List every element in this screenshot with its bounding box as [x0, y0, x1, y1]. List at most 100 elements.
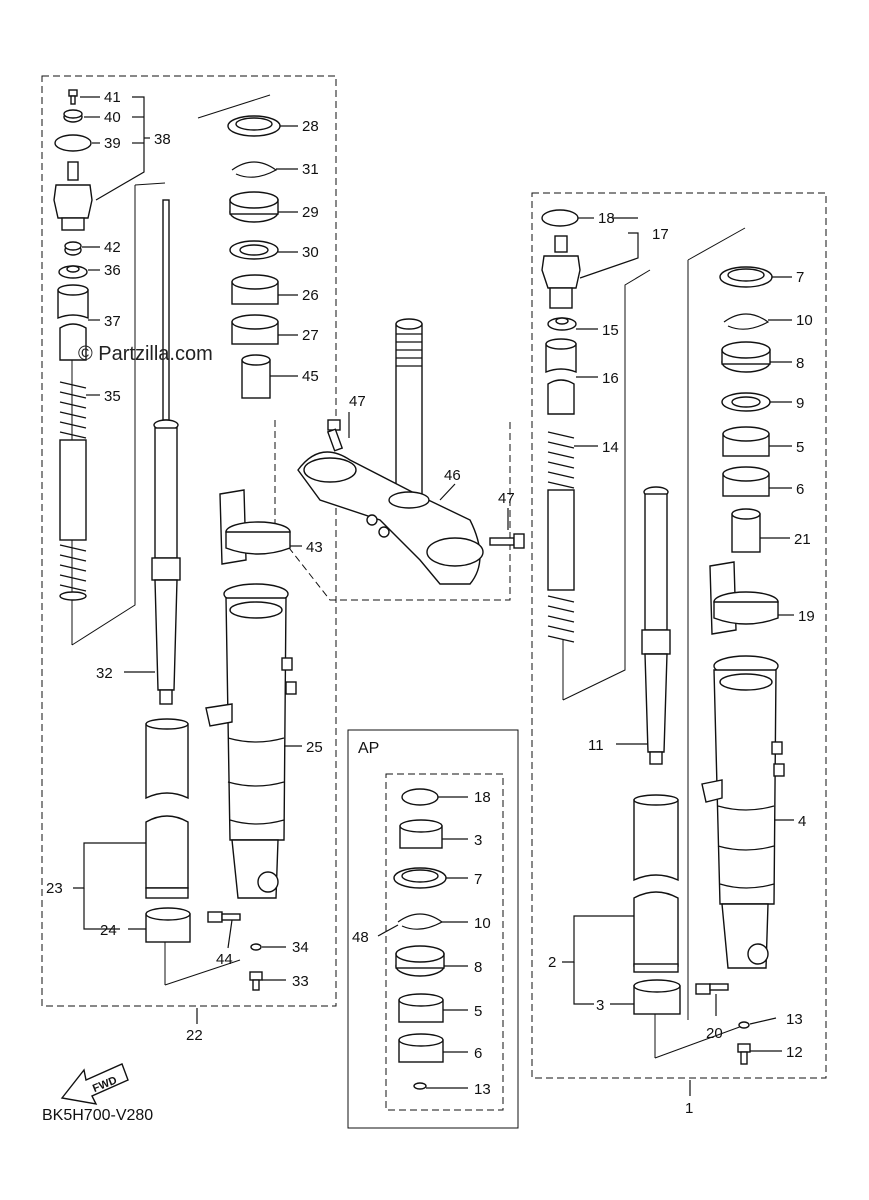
part-17-cap-bolt: [541, 235, 581, 309]
part-23-inner-tube: [145, 718, 189, 899]
label-41: 41: [104, 89, 121, 106]
ap-kit-box: [347, 729, 519, 1129]
guide-inner-right: [562, 269, 651, 701]
label-47-lower: 47: [498, 490, 515, 507]
label-10: 10: [796, 312, 813, 329]
label-36: 36: [104, 262, 121, 279]
label-43: 43: [306, 539, 323, 556]
label-9: 9: [796, 395, 804, 412]
part-labels: 41 40 39 38 42 36 37 35 32 23 24 22 28 3…: [46, 89, 815, 1117]
part-12-bolt: [737, 1043, 751, 1065]
label-16: 16: [602, 370, 619, 387]
left-fork-assembly-box: [41, 75, 337, 1007]
label-1: 1: [685, 1100, 693, 1117]
label-45: 45: [302, 368, 319, 385]
guide-inner-left-top: [134, 182, 166, 186]
guide-mid-left-top: [197, 94, 271, 119]
right-fork-assembly-box: [531, 192, 827, 1079]
label-27: 27: [302, 327, 319, 344]
part-33-bolt: [249, 971, 263, 991]
ap-kit-inner-box: [385, 773, 504, 1111]
guide-mid-left-bottom: [164, 959, 241, 986]
triple-clamp-box: [274, 420, 511, 601]
part-21-oil-lock: [731, 508, 761, 553]
label-3: 3: [596, 997, 604, 1014]
label-19: 19: [798, 608, 815, 625]
part-38-cap-bolt: [53, 161, 93, 231]
label-35: 35: [104, 388, 121, 405]
label-23: 23: [46, 880, 63, 897]
label-4: 4: [798, 813, 806, 830]
part-27-slide-bushing: [231, 314, 279, 345]
label-38: 38: [154, 131, 171, 148]
ap-label-13: 13: [474, 1081, 491, 1098]
label-31: 31: [302, 161, 319, 178]
ap-label-7: 7: [474, 871, 482, 888]
label-22: 22: [186, 1027, 203, 1044]
part-16-collar: [545, 338, 577, 415]
label-18: 18: [598, 210, 615, 227]
ap-box-title: AP: [358, 740, 379, 757]
part-26-slide-bushing: [231, 274, 279, 305]
label-2: 2: [548, 954, 556, 971]
label-37: 37: [104, 313, 121, 330]
part-45-oil-lock: [241, 354, 271, 399]
label-25: 25: [306, 739, 323, 756]
label-5: 5: [796, 439, 804, 456]
part-42-nut: [64, 241, 82, 256]
part-2-inner-tube: [633, 794, 679, 973]
ap-label-18: 18: [474, 789, 491, 806]
part-9-washer: [721, 392, 771, 412]
part-44-axle-holder-bolt: [207, 911, 241, 923]
part-6-slide-bushing: [722, 466, 770, 497]
part-30-washer: [229, 240, 279, 260]
ap-label-3: 3: [474, 832, 482, 849]
part-47-pinch-bolt-upper: [326, 419, 344, 452]
ap-part-3-bushing: [399, 819, 443, 849]
part-4-outer-tube: [701, 655, 785, 969]
label-12: 12: [786, 1044, 803, 1061]
label-15: 15: [602, 322, 619, 339]
ap-part-13-washer: [413, 1082, 427, 1090]
label-7: 7: [796, 269, 804, 286]
part-25-outer-tube: [205, 583, 297, 899]
label-11: 11: [588, 737, 604, 754]
part-43-protector: [219, 489, 291, 565]
label-40: 40: [104, 109, 121, 126]
diagram-code: BK5H700-V280: [42, 1107, 153, 1124]
label-32: 32: [96, 665, 113, 682]
ap-part-18-o-ring: [401, 788, 439, 806]
label-46: 46: [444, 467, 461, 484]
part-32-damper-rod: [151, 199, 181, 705]
ap-part-10-clip: [397, 913, 444, 930]
ap-label-5: 5: [474, 1003, 482, 1020]
ap-part-5-bushing: [398, 993, 444, 1023]
label-28: 28: [302, 118, 319, 135]
part-47-pinch-bolt-lower: [489, 533, 525, 549]
part-8-oil-seal: [721, 341, 771, 373]
label-13: 13: [786, 1011, 803, 1028]
part-3-bushing: [633, 979, 681, 1015]
label-29: 29: [302, 204, 319, 221]
part-40-nut: [63, 109, 83, 123]
label-42: 42: [104, 239, 121, 256]
part-19-protector: [709, 561, 779, 635]
label-44: 44: [216, 951, 233, 968]
part-10-clip: [723, 313, 770, 330]
label-47-upper: 47: [349, 393, 366, 410]
part-14-fork-spring: [547, 431, 575, 643]
label-6: 6: [796, 481, 804, 498]
label-30: 30: [302, 244, 319, 261]
leader-lines: [73, 96, 794, 1096]
part-34-washer: [250, 943, 262, 951]
label-24: 24: [100, 922, 117, 939]
ap-label-48: 48: [352, 929, 369, 946]
part-36-spring-seat: [58, 265, 88, 279]
part-7-dust-seal: [719, 266, 773, 288]
part-35-fork-spring: [59, 381, 87, 601]
label-21: 21: [794, 531, 811, 548]
label-26: 26: [302, 287, 319, 304]
label-17: 17: [652, 226, 669, 243]
part-29-oil-seal: [229, 191, 279, 223]
part-18-o-ring: [541, 209, 579, 227]
